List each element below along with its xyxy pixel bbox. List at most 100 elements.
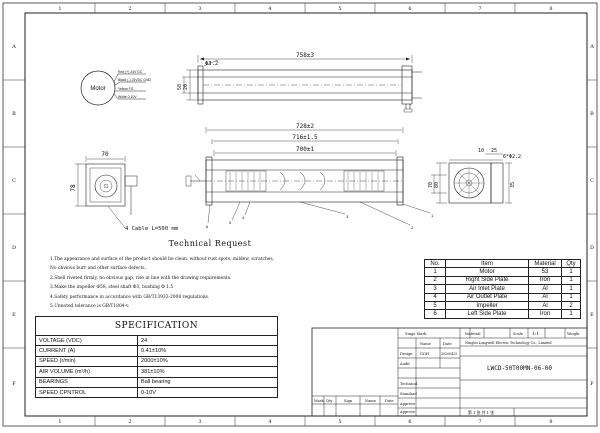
part-qty: 1 xyxy=(561,275,581,286)
technical-request-title: Technical Request xyxy=(168,239,252,248)
zone-top-4: 4 xyxy=(268,6,271,12)
part-no: 4 xyxy=(424,292,446,302)
zone-left-A: A xyxy=(11,44,16,50)
title-block-text: Stage Mark Material Scale 1:1 Weight Nam… xyxy=(314,331,580,415)
part-no: 3 xyxy=(424,284,446,294)
zone-bottom-1: 1 xyxy=(58,419,61,425)
zone-left-D: D xyxy=(12,245,16,251)
part-no: 5 xyxy=(424,300,446,311)
stage-mark-label: Stage Mark xyxy=(405,332,427,336)
right-dim-b: 25 xyxy=(491,148,497,154)
part-item: Air Inlet Plate xyxy=(445,284,529,294)
part-material: 53 xyxy=(528,267,562,277)
zone-top-2: 2 xyxy=(128,6,131,12)
tech-note-3: 3.Make the impeller Φ58, steel shaft Φ3,… xyxy=(50,285,174,291)
rev-name-header: Name xyxy=(365,399,376,403)
material-label: Material xyxy=(465,332,481,336)
part-qty: 2 xyxy=(561,300,581,311)
part-item: Left Side Plate xyxy=(445,309,529,319)
top-view xyxy=(182,55,422,113)
zone-right-B: B xyxy=(590,111,594,117)
top-h1-dim: 20 xyxy=(183,84,189,90)
wire-yellow-label: Yellow FG xyxy=(118,87,134,91)
right-end-view xyxy=(431,153,512,204)
inner-frame xyxy=(24,12,588,417)
right-dim-a: 10 xyxy=(478,148,484,154)
zone-left-B: B xyxy=(12,111,16,117)
spec-value: 2000±10% xyxy=(137,355,278,368)
tech-note-1: 1.The appearance and surface of the prod… xyxy=(50,257,275,262)
outer-frame xyxy=(2,2,598,427)
frame-zone-ticks xyxy=(3,3,597,426)
zone-left-C: C xyxy=(12,178,16,184)
top-dia-dim: Φ3.2 xyxy=(205,61,218,67)
zone-bottom-2: 2 xyxy=(128,419,131,425)
technical-request-notes: 1.The appearance and surface of the prod… xyxy=(50,255,380,311)
part-item: Right Side Plate xyxy=(445,275,529,286)
spec-label: VOLTAGE (VDC) xyxy=(35,334,138,347)
approve-row-label: Approve xyxy=(399,402,415,406)
tech-note-5: 5.Unnoted tolerance is GB/T1804-v. xyxy=(50,304,130,310)
parts-row: 1 Motor 53 1 xyxy=(424,267,581,277)
zone-left-E: E xyxy=(12,312,16,318)
zone-right-C: C xyxy=(590,178,594,184)
callout-4: 4 xyxy=(242,215,245,220)
spec-value: Ball bearing xyxy=(137,376,278,388)
parts-row: 2 Right Side Plate Iron 1 xyxy=(424,275,581,286)
right-dim-d: 35 xyxy=(510,182,516,188)
part-no: 6 xyxy=(424,309,446,319)
rev-mark-header: Mark xyxy=(314,399,325,403)
parts-row: 3 Air Inlet Plate Al 1 xyxy=(424,284,581,294)
motor-label: Motor xyxy=(90,86,105,92)
weight-label: Weight xyxy=(567,332,580,336)
rev-sign-header: Sign xyxy=(344,399,353,403)
parts-header-row: No. Item Material Qty xyxy=(424,258,581,269)
rev-date-header: Date xyxy=(385,399,394,403)
spec-label: SPEED (r/min) xyxy=(35,355,138,368)
zone-top-6: 6 xyxy=(408,6,411,12)
parts-header-no: No. xyxy=(424,258,446,269)
wire-white-label: White 0-10V xyxy=(118,95,137,99)
zone-left-F: F xyxy=(12,381,16,387)
parts-header-material: Material xyxy=(528,258,562,269)
zone-right-F: F xyxy=(590,381,594,387)
rev-approve-header: Approve xyxy=(399,410,415,414)
specification-title: SPECIFICATION xyxy=(35,316,278,336)
callout-1: 1 xyxy=(431,213,434,218)
spec-value: 0.41±10% xyxy=(137,345,278,357)
part-material: Iron xyxy=(528,275,562,286)
spec-label: AIR VOLUME (m³/h) xyxy=(35,366,138,378)
designer-name: GOH xyxy=(420,352,429,356)
wire-red-label: Red (+) 24V DC xyxy=(118,70,143,74)
part-qty: 1 xyxy=(561,284,581,294)
zone-bottom-7: 7 xyxy=(478,419,481,425)
callout-5: 5 xyxy=(229,220,232,225)
part-qty: 1 xyxy=(561,267,581,277)
spec-label: SPEED CPNTROL xyxy=(35,386,138,399)
spec-row: VOLTAGE (VDC) 24 xyxy=(35,334,278,347)
date-label: Date xyxy=(443,342,452,346)
scale-label: Scale xyxy=(513,332,523,336)
part-item: Air Outlet Plate xyxy=(445,292,529,302)
spec-row: SPEED CPNTROL 0-10V xyxy=(35,386,278,399)
design-date: 20200425 xyxy=(441,352,457,356)
frame-labels: 1 2 3 4 5 6 7 8 1 2 3 4 5 6 7 8 A B C D … xyxy=(11,6,594,425)
parts-row: 4 Air Outlet Plate Al 1 xyxy=(424,292,581,302)
wire-black-label: Black (-) 24VDC GND xyxy=(118,78,152,82)
spec-value: 381±10% xyxy=(137,366,278,378)
motor-wiring-diagram: Motor Red (+) 24V DC Black (-) 24VDC GND… xyxy=(80,70,152,106)
sheet-info: 第 1 张 共 1 张 xyxy=(468,410,494,415)
front-dim-c: 700±1 xyxy=(296,146,314,153)
left-width-dim: 70 xyxy=(101,151,109,158)
scale-value: 1:1 xyxy=(532,331,539,337)
spec-value: 0-10V xyxy=(137,386,278,399)
title-block xyxy=(311,327,588,417)
parts-row: 6 Left Side Plate Iron 1 xyxy=(424,309,581,319)
name-label: Name xyxy=(420,342,431,346)
callout-6: 6 xyxy=(206,224,209,229)
parts-list-table: No. Item Material Qty 1 Motor 53 1 2 Rig… xyxy=(424,258,581,319)
right-dim-c: 6*Φ2.2 xyxy=(503,154,521,160)
top-h2-dim: 58 xyxy=(177,84,183,90)
